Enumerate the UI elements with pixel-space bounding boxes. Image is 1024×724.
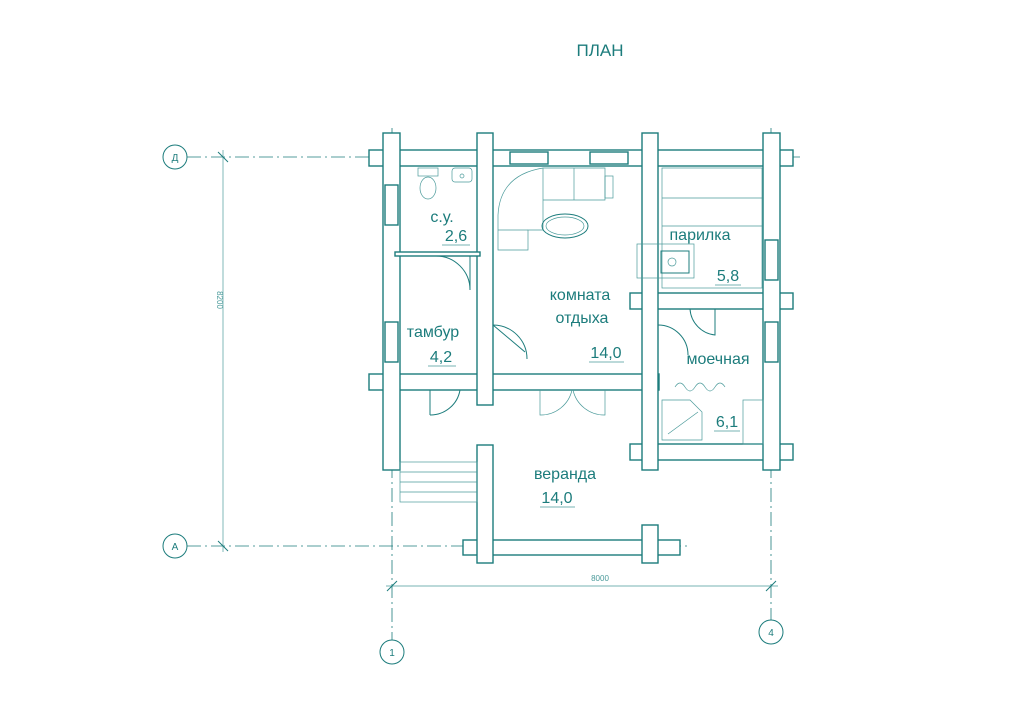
dimension-height: 8200 [215, 150, 229, 552]
sink-icon [451, 167, 473, 183]
room-su: с.у. 2,6 [430, 209, 470, 246]
svg-text:4: 4 [768, 628, 774, 639]
svg-text:2,6: 2,6 [445, 228, 467, 245]
doors [429, 255, 716, 416]
svg-text:8000: 8000 [591, 574, 609, 583]
veranda-stairs [399, 461, 478, 503]
axis-marker-d: Д [162, 144, 188, 170]
room-moechnaya: моечная 6,1 [687, 351, 750, 432]
svg-text:8200: 8200 [215, 291, 224, 309]
axis-marker-1: 1 [379, 639, 405, 665]
axis-marker-a: А [162, 533, 188, 559]
stove-icon [636, 243, 695, 279]
svg-text:5,8: 5,8 [717, 268, 739, 285]
heater-coil-icon [674, 382, 726, 392]
svg-text:Д: Д [172, 153, 179, 164]
axis-marker-4: 4 [758, 619, 784, 645]
room-parilka: парилка 5,8 [670, 227, 741, 286]
plan-title: ПЛАН [577, 41, 624, 60]
toilet-icon [417, 167, 439, 200]
svg-text:тамбур: тамбур [407, 324, 460, 341]
svg-text:парилка: парилка [670, 227, 731, 244]
room-veranda: веранда 14,0 [534, 466, 596, 508]
svg-text:отдыха: отдыха [556, 310, 609, 327]
table-icon [541, 213, 589, 239]
sauna-bench [661, 167, 763, 289]
svg-text:моечная: моечная [687, 351, 750, 368]
dimension-width: 8000 [386, 574, 778, 592]
svg-text:14,0: 14,0 [541, 490, 572, 507]
svg-text:А: А [172, 542, 179, 553]
walls [368, 132, 794, 564]
svg-text:с.у.: с.у. [430, 209, 453, 226]
sofa-icon [497, 167, 614, 251]
svg-text:веранда: веранда [534, 466, 596, 483]
svg-text:4,2: 4,2 [430, 349, 452, 366]
room-komnata-otdykha: комната отдыха 14,0 [550, 287, 624, 363]
svg-text:6,1: 6,1 [716, 414, 738, 431]
room-tambur: тамбур 4,2 [407, 324, 460, 367]
svg-text:14,0: 14,0 [590, 345, 621, 362]
shower-icon [661, 399, 764, 445]
svg-text:комната: комната [550, 287, 611, 304]
svg-text:1: 1 [389, 648, 395, 659]
